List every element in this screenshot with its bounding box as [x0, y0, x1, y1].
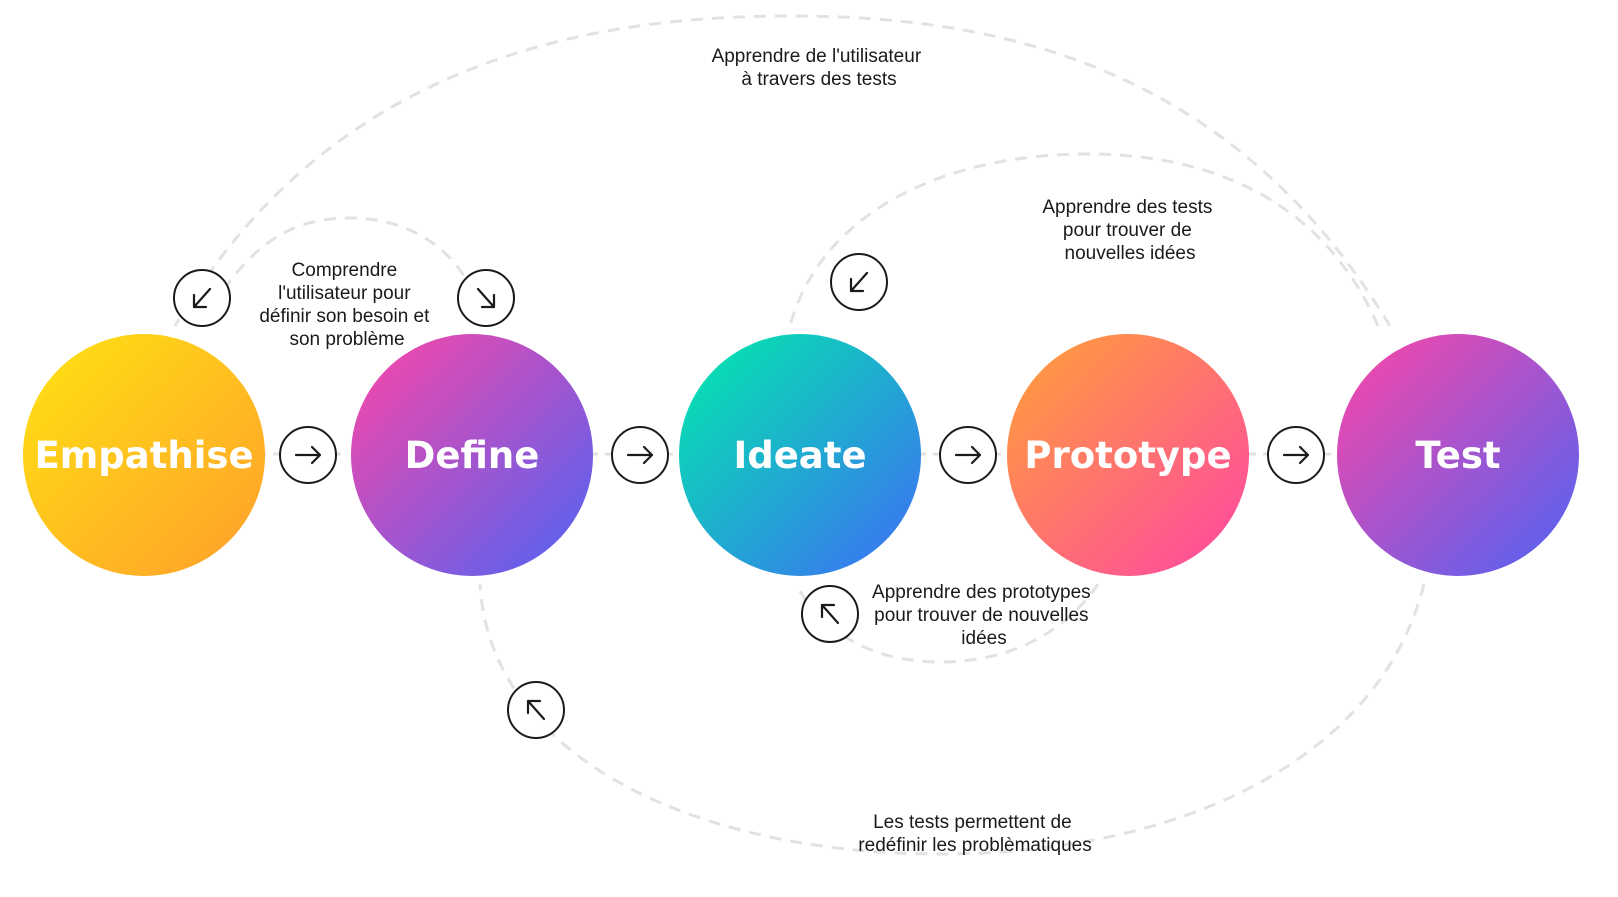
arrow-up-left-icon	[507, 681, 565, 739]
arrow-up-left-icon	[801, 585, 859, 643]
note-learn-user-tests: Apprendre de l'utilisateur à travers des…	[712, 46, 927, 90]
stage-label: Define	[405, 434, 540, 477]
stage-label: Empathise	[34, 434, 253, 477]
arrow-down-right-icon	[457, 269, 515, 327]
arrow-right-icon	[611, 426, 669, 484]
loop-test-to-define	[478, 583, 1426, 856]
stage-ideate: Ideate	[679, 334, 921, 576]
arrow-right-icon	[279, 426, 337, 484]
stage-circle	[679, 334, 921, 576]
stage-prototype: Prototype	[1007, 334, 1249, 576]
arrow-right-icon	[939, 426, 997, 484]
stage-empathise: Empathise	[23, 334, 265, 576]
arrow-down-left-icon	[173, 269, 231, 327]
stage-label: Prototype	[1024, 434, 1231, 477]
arrow-right-icon	[1267, 426, 1325, 484]
stage-circle	[1007, 334, 1249, 576]
stage-circle	[1337, 334, 1579, 576]
stage-label: Test	[1415, 434, 1500, 477]
stage-test: Test	[1337, 334, 1579, 576]
stage-define: Define	[351, 334, 593, 576]
arrow-down-left-icon	[830, 253, 888, 311]
stage-circle	[351, 334, 593, 576]
note-tests-redefine: Les tests permettent de redéfinir les pr…	[858, 812, 1091, 856]
note-tests-new-ideas: Apprendre des tests pour trouver de nouv…	[1042, 197, 1217, 264]
stage-label: Ideate	[733, 434, 866, 477]
stage-circle	[23, 334, 265, 576]
loop-test-to-empathise	[173, 14, 1392, 327]
loop-empathise-to-define	[200, 216, 487, 327]
note-prototypes-new-ideas: Apprendre des prototypes pour trouver de…	[872, 582, 1096, 649]
loop-test-to-ideate	[788, 152, 1380, 327]
note-understand-user: Comprendre l'utilisateur pour définir so…	[259, 260, 434, 350]
